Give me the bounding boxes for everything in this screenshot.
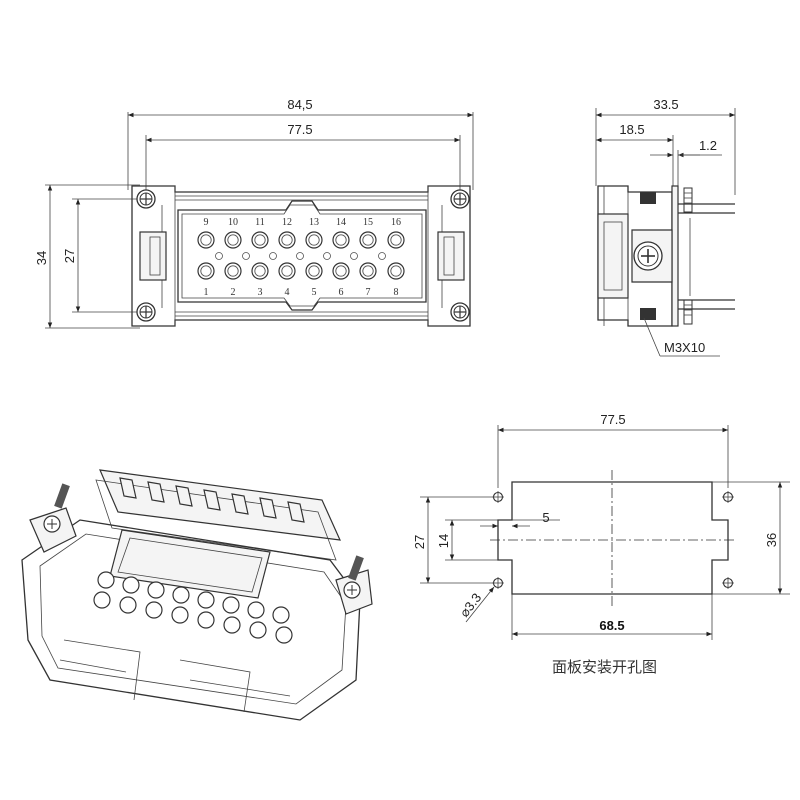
pin-label-15: 15 xyxy=(363,217,373,228)
dim-cut-77-5-label: 77.5 xyxy=(600,412,625,427)
pin-label-12: 12 xyxy=(282,217,292,228)
cutout-caption: 面板安装开孔图 xyxy=(552,658,657,676)
pin-label-14: 14 xyxy=(336,217,346,228)
dim-cut-14-label: 14 xyxy=(436,534,451,548)
dim-77-5-label: 77.5 xyxy=(287,122,312,137)
pin-label-3: 3 xyxy=(258,287,263,298)
cutout-hole-top-left xyxy=(492,491,504,503)
pin-label-13: 13 xyxy=(309,217,319,228)
pin-label-7: 7 xyxy=(366,287,371,298)
cutout-hole-bottom-right xyxy=(722,577,734,589)
mount-hole-top-left xyxy=(136,189,156,209)
dim-84-5-label: 84,5 xyxy=(287,97,312,112)
cutout-hole-bottom-left xyxy=(492,577,504,589)
pin-label-9: 9 xyxy=(204,217,209,228)
dim-27-label: 27 xyxy=(62,249,77,263)
pin-row-bottom xyxy=(197,262,405,280)
pin-label-6: 6 xyxy=(339,287,344,298)
isometric-view xyxy=(21,469,373,721)
pin-label-4: 4 xyxy=(285,287,290,298)
pin-label-1: 1 xyxy=(204,287,209,298)
dim-hole-dia-label: ⌀3.3 xyxy=(457,590,485,620)
side-view: 33.5 18.5 1.2 xyxy=(595,97,736,357)
pin-label-8: 8 xyxy=(394,287,399,298)
pin-label-16: 16 xyxy=(391,217,401,228)
mount-hole-top-right xyxy=(450,189,470,209)
pin-label-5: 5 xyxy=(312,287,317,298)
pin-row-top xyxy=(197,231,405,249)
dim-cut-27-label: 27 xyxy=(412,535,427,549)
pin-label-10: 10 xyxy=(228,217,238,228)
pin-label-2: 2 xyxy=(231,287,236,298)
dim-1-2-label: 1.2 xyxy=(699,138,717,153)
dim-34-label: 34 xyxy=(34,251,49,265)
pin-label-11: 11 xyxy=(255,217,265,228)
dim-33-5-label: 33.5 xyxy=(653,97,678,112)
cutout-view: 77.5 36 27 14 5 68.5 xyxy=(412,412,790,676)
cutout-hole-top-right xyxy=(722,491,734,503)
panel-cutout-outline xyxy=(497,481,729,595)
dim-18-5-label: 18.5 xyxy=(619,122,644,137)
mount-hole-bottom-right xyxy=(450,302,470,322)
dim-cut-68-5-label: 68.5 xyxy=(599,618,624,633)
dim-cut-5-label: 5 xyxy=(542,510,549,525)
dim-cut-36-label: 36 xyxy=(764,533,779,547)
mount-hole-bottom-left xyxy=(136,302,156,322)
screw-label: M3X10 xyxy=(664,340,705,355)
front-view: 84,5 77.5 34 27 xyxy=(34,97,474,329)
